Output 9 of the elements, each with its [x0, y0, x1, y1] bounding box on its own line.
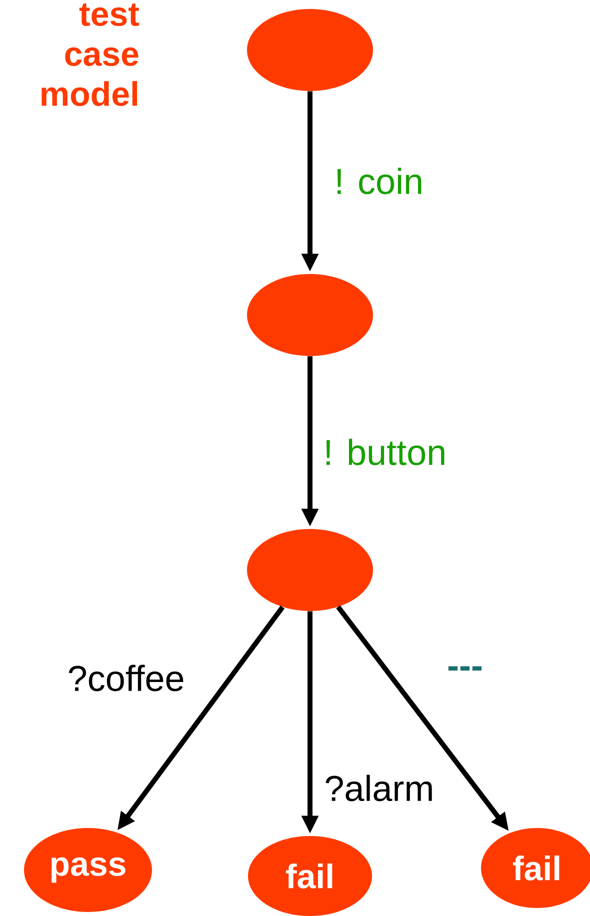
edge-label: ?coffee [68, 664, 184, 692]
edge-label: ! coin [337, 168, 422, 194]
edge-label: ?alarm [326, 774, 432, 802]
state-ellipse [247, 9, 373, 91]
edge-label: --- [448, 666, 482, 671]
edge-label: ! button [326, 438, 444, 466]
state-ellipse [247, 274, 373, 356]
title: test case model [42, 4, 140, 106]
state-ellipse [247, 529, 373, 611]
